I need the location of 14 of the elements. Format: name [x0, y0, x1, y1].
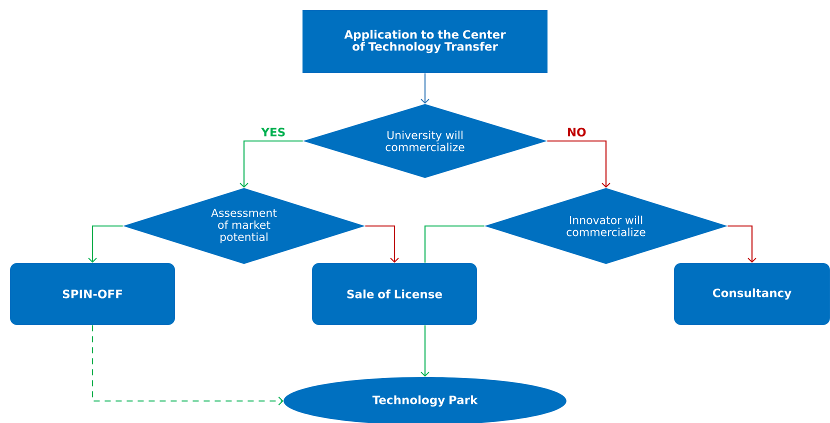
arrow — [88, 225, 123, 263]
arrow — [92, 325, 284, 406]
outcome-box: Consultancy — [674, 263, 830, 325]
process-box: Application to the Center of Technology Transfer — [302, 10, 548, 73]
arrow — [420, 325, 430, 377]
arrow — [420, 73, 430, 104]
outcome-box: Sale of License — [312, 263, 477, 325]
arrow — [547, 140, 610, 188]
arrow — [240, 140, 303, 188]
edge-label: YES — [261, 128, 285, 136]
arrow — [365, 225, 399, 263]
edge-label: NO — [568, 128, 586, 136]
outcome-box: SPIN-OFF — [10, 263, 175, 325]
arrow — [728, 225, 756, 263]
